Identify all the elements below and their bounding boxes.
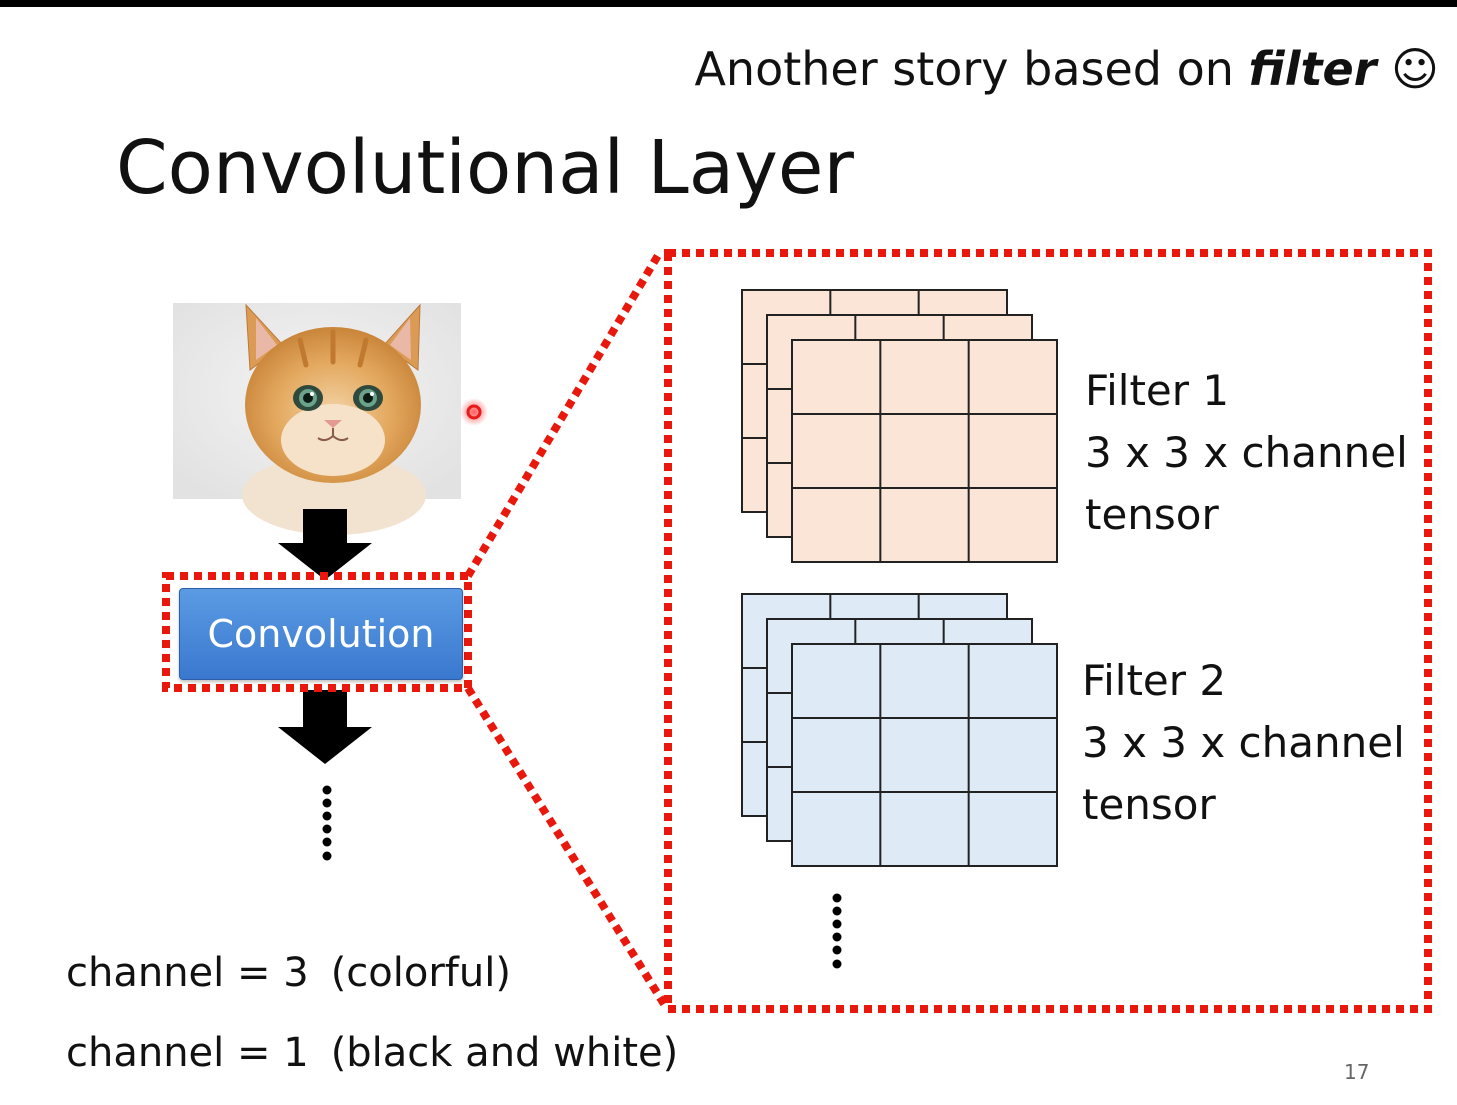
smiley-icon: ☺: [1391, 42, 1439, 96]
channel-note-bw-desc: (black and white): [330, 1030, 679, 1076]
down-arrow-2: [278, 690, 372, 764]
kitten-image: [173, 303, 461, 535]
down-arrow-1: [278, 509, 372, 580]
filter-1-label: Filter 1 3 x 3 x channel tensor: [1085, 360, 1408, 546]
slide-number: 17: [1344, 1060, 1370, 1084]
filter-2-layer-3: [791, 643, 1058, 867]
convolution-button[interactable]: Convolution: [179, 588, 463, 680]
filter-2-name: Filter 2: [1082, 656, 1227, 705]
filters-group: [741, 289, 1058, 867]
filter-1-tensor: [741, 289, 1058, 563]
subtitle-prefix: Another story based on: [694, 42, 1234, 96]
laser-pointer-dot: [460, 398, 488, 426]
vertical-ellipsis-right: [832, 893, 842, 969]
top-bar: [0, 0, 1457, 7]
vertical-ellipsis-left: [322, 785, 332, 861]
channel-note-bw: channel = 1 (black and white): [66, 1030, 678, 1076]
channel-note-color-label: channel = 3: [66, 950, 309, 996]
page-title: Convolutional Layer: [116, 125, 854, 211]
filter-1-layer-3: [791, 339, 1058, 563]
filter-2-tensor: [741, 593, 1058, 867]
subtitle: Another story based on filter ☺: [694, 42, 1439, 96]
filter-1-kind: tensor: [1085, 490, 1219, 539]
channel-note-color: channel = 3 (colorful): [66, 950, 511, 996]
dotted-zoom-frame: [162, 249, 1432, 1013]
subtitle-emphasis: filter: [1248, 42, 1377, 96]
filter-2-label: Filter 2 3 x 3 x channel tensor: [1082, 650, 1405, 836]
channel-note-bw-label: channel = 1: [66, 1030, 309, 1076]
filter-2-shape: 3 x 3 x channel: [1082, 718, 1405, 767]
filter-2-kind: tensor: [1082, 780, 1216, 829]
channel-note-color-desc: (colorful): [330, 950, 511, 996]
filter-1-shape: 3 x 3 x channel: [1085, 428, 1408, 477]
filter-1-name: Filter 1: [1085, 366, 1230, 415]
